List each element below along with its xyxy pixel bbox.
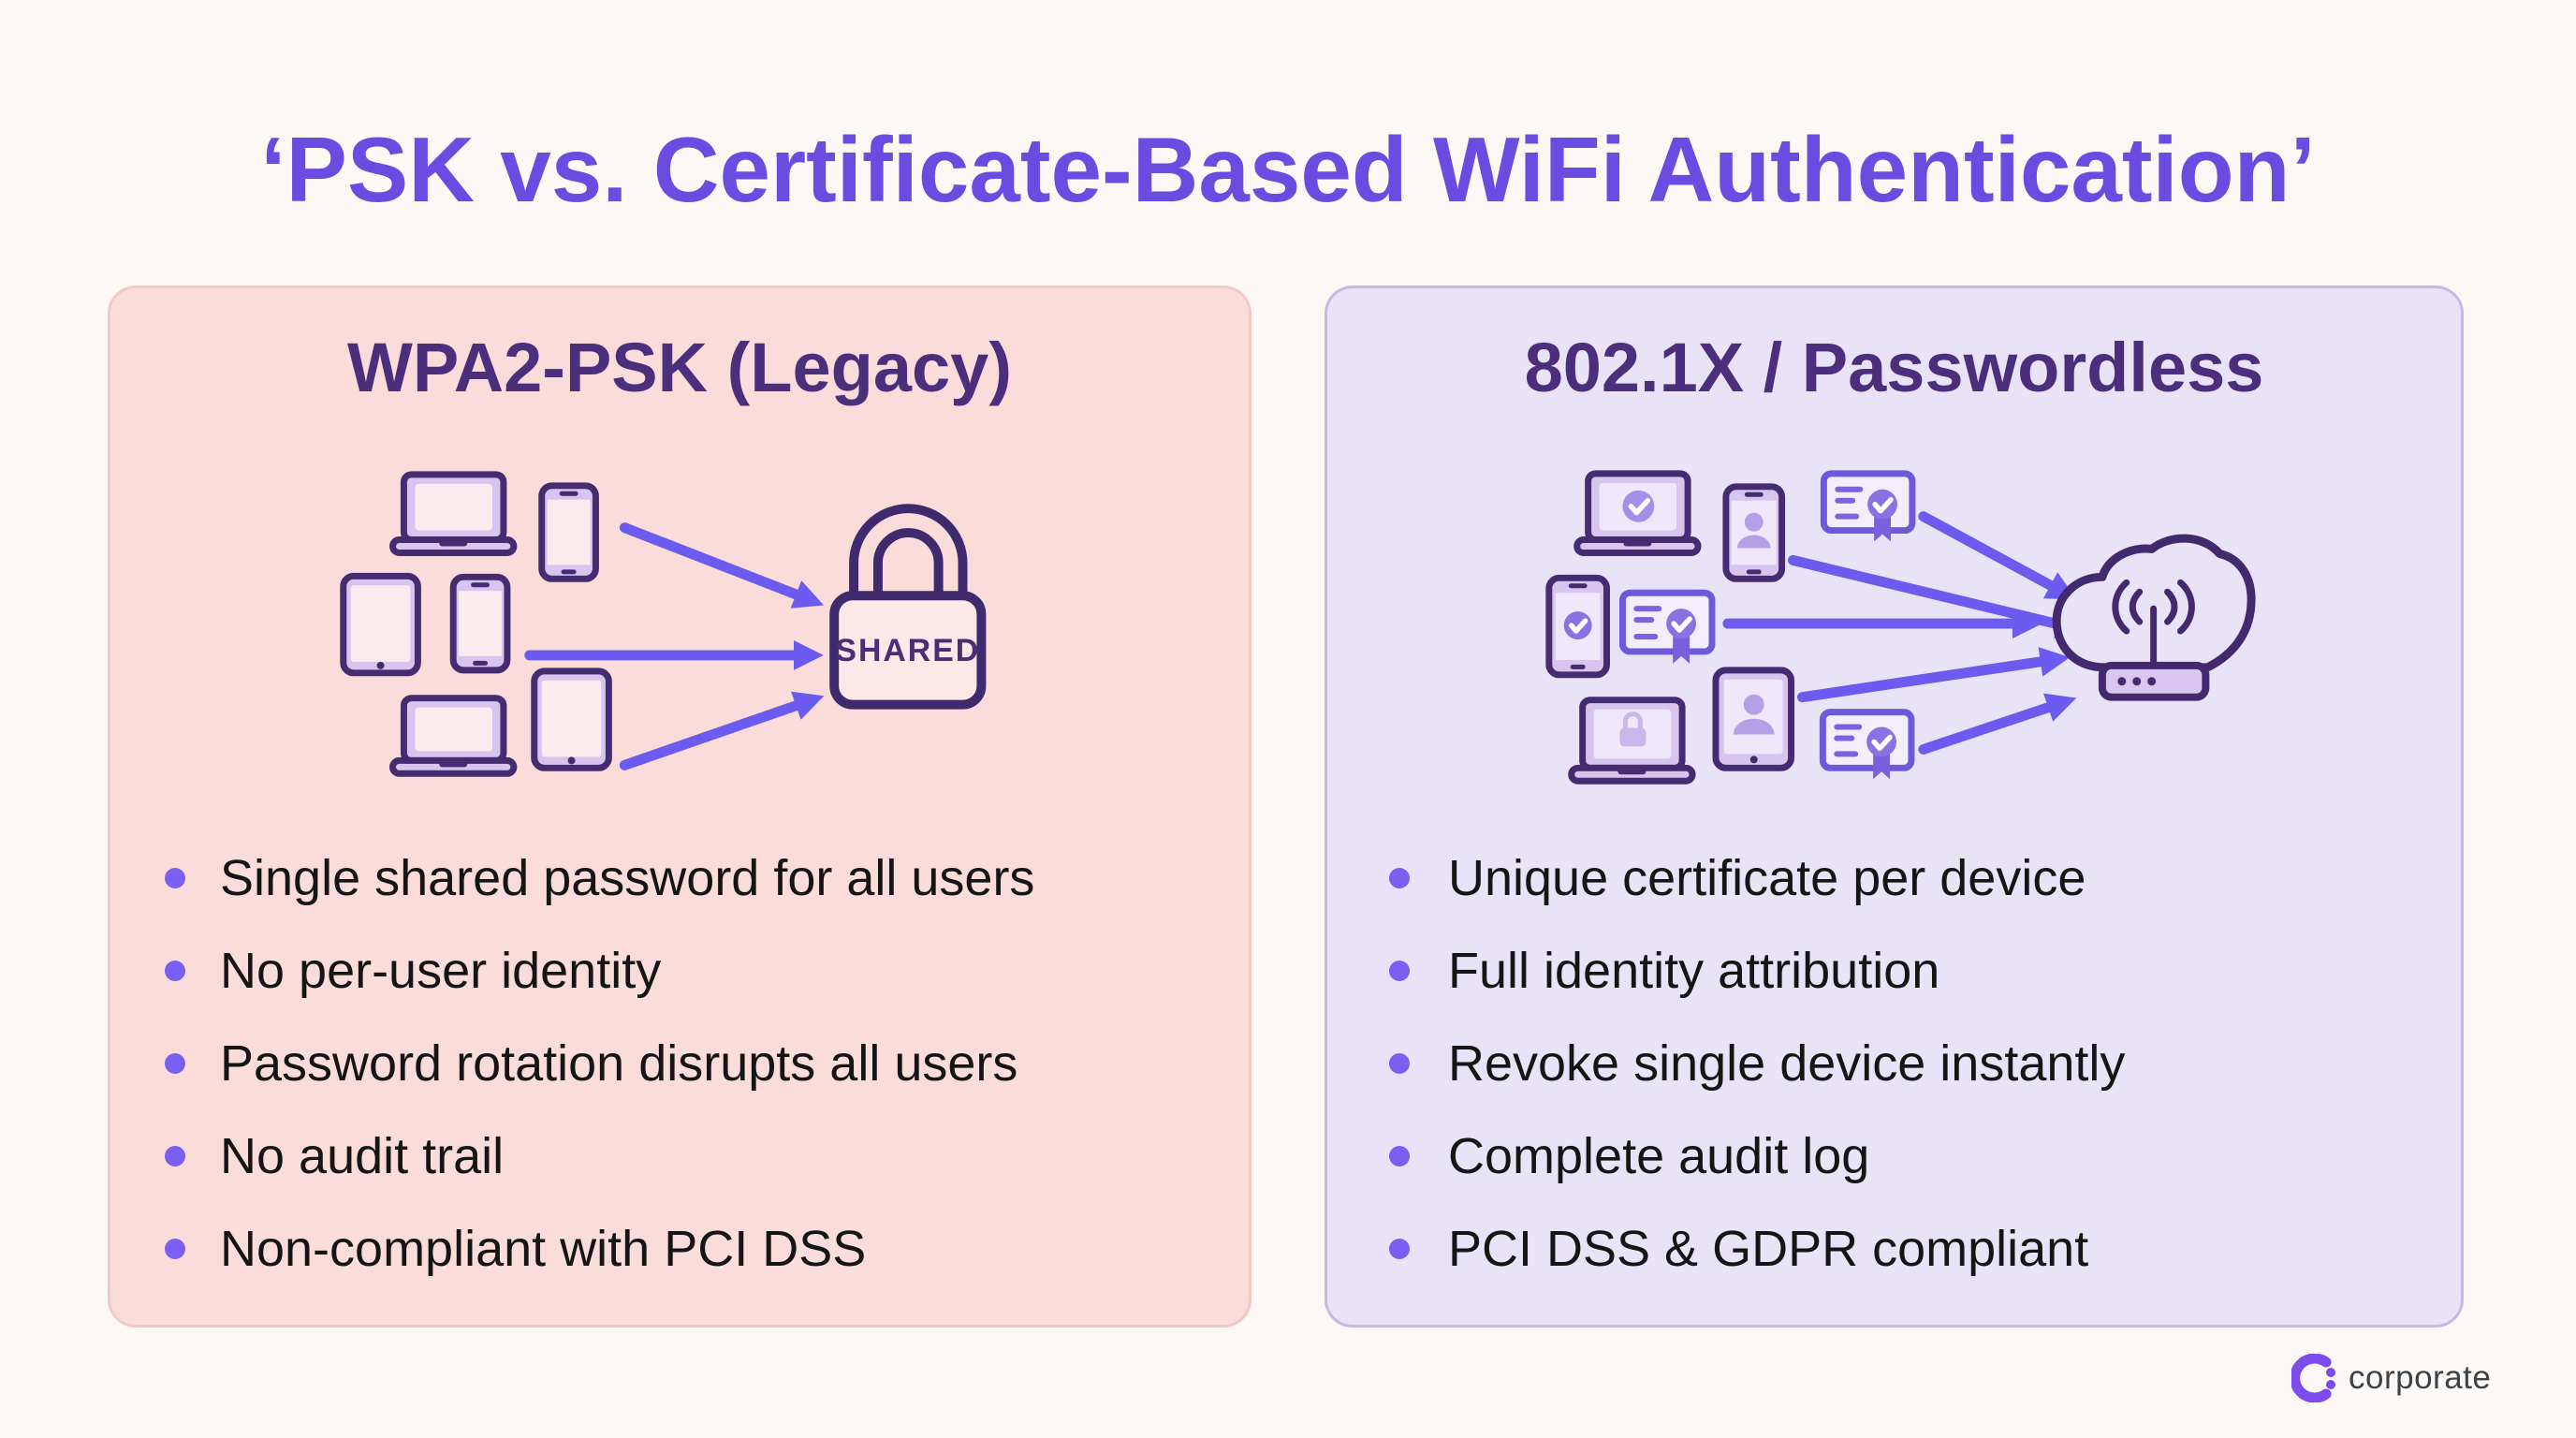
bullet-text: Full identity attribution: [1448, 943, 1940, 999]
smartphone-icon: [1722, 483, 1786, 582]
router-icon: [2098, 661, 2210, 701]
wpa2-psk-bullet-list: Single shared password for all users No …: [110, 848, 1249, 1312]
smartphone-icon: [449, 573, 511, 674]
passwordless-header: 802.1X / Passwordless: [1524, 329, 2264, 406]
smartphone-icon: [538, 482, 599, 582]
bullet-text: Non-compliant with PCI DSS: [220, 1221, 867, 1277]
bullet-text: No audit trail: [220, 1128, 505, 1184]
bullet-dot: [165, 961, 185, 981]
bullet-text: Unique certificate per device: [1448, 850, 2086, 906]
laptop-icon: [389, 695, 518, 777]
brand-name: corporate: [2349, 1359, 2492, 1396]
bullet-dot: [1389, 1239, 1410, 1259]
bullet-text: Revoke single device instantly: [1448, 1035, 2126, 1092]
arrow: [1797, 647, 2071, 703]
list-item: PCI DSS & GDPR compliant: [1389, 1219, 2433, 1279]
bullet-text: PCI DSS & GDPR compliant: [1448, 1221, 2089, 1277]
page-title: ‘PSK vs. Certificate-Based WiFi Authenti…: [260, 118, 2316, 221]
list-item: Password rotation disrupts all users: [165, 1034, 1221, 1093]
shared-label: SHARED: [835, 633, 980, 668]
list-item: Revoke single device instantly: [1389, 1034, 2433, 1093]
padlock-icon: SHARED: [829, 504, 987, 710]
passwordless-panel: 802.1X / Passwordless: [1325, 286, 2464, 1328]
bullet-dot: [165, 1053, 185, 1074]
bullet-dot: [1389, 961, 1410, 981]
tablet-icon: [1712, 667, 1795, 771]
certificate-icon: [1819, 709, 1915, 780]
tablet-icon: [340, 572, 421, 677]
bullet-text: No per-user identity: [220, 943, 662, 999]
arrow: [619, 691, 825, 770]
certificate-icon: [1618, 589, 1716, 664]
list-item: No audit trail: [165, 1126, 1221, 1186]
list-item: Non-compliant with PCI DSS: [165, 1219, 1221, 1279]
list-item: No per-user identity: [165, 941, 1221, 1001]
verified-badge-icon: [1563, 611, 1592, 639]
laptop-icon: [389, 471, 518, 556]
smartphone-icon: [1545, 574, 1611, 679]
bullet-text: Complete audit log: [1448, 1128, 1870, 1184]
laptop-icon: [1573, 470, 1702, 556]
certificate-illustration: [1545, 470, 2256, 785]
bullet-dot: [165, 1146, 185, 1167]
tablet-icon: [531, 668, 612, 771]
list-item: Full identity attribution: [1389, 941, 2433, 1001]
psk-illustration: SHARED: [340, 471, 987, 777]
list-item: Unique certificate per device: [1389, 848, 2433, 908]
user-avatar-icon: [1736, 512, 1771, 549]
verified-badge-icon: [1622, 490, 1655, 522]
bullet-dot: [1389, 1053, 1410, 1074]
laptop-icon: [1568, 697, 1696, 785]
certificate-icon: [1820, 470, 1916, 542]
wpa2-psk-panel: WPA2-PSK (Legacy): [108, 286, 1251, 1328]
arrow: [1918, 693, 2077, 755]
bullet-dot: [165, 868, 185, 888]
lock-icon: [1619, 712, 1647, 747]
arrow: [1918, 511, 2077, 600]
bullet-dot: [1389, 1146, 1410, 1167]
user-avatar-icon: [1733, 694, 1775, 735]
passwordless-bullet-list: Unique certificate per device Full ident…: [1327, 848, 2461, 1312]
bullet-text: Password rotation disrupts all users: [220, 1035, 1018, 1092]
wpa2-psk-header: WPA2-PSK (Legacy): [347, 329, 1012, 406]
list-item: Complete audit log: [1389, 1126, 2433, 1186]
arrow: [619, 522, 825, 609]
list-item: Single shared password for all users: [165, 848, 1221, 908]
bullet-text: Single shared password for all users: [220, 850, 1035, 906]
brand-logo: corporate: [2291, 1354, 2491, 1402]
bullet-dot: [165, 1239, 185, 1259]
cloud-wifi-icon: [2052, 534, 2256, 701]
corporate-logo-icon: [2291, 1354, 2335, 1402]
bullet-dot: [1389, 868, 1410, 888]
